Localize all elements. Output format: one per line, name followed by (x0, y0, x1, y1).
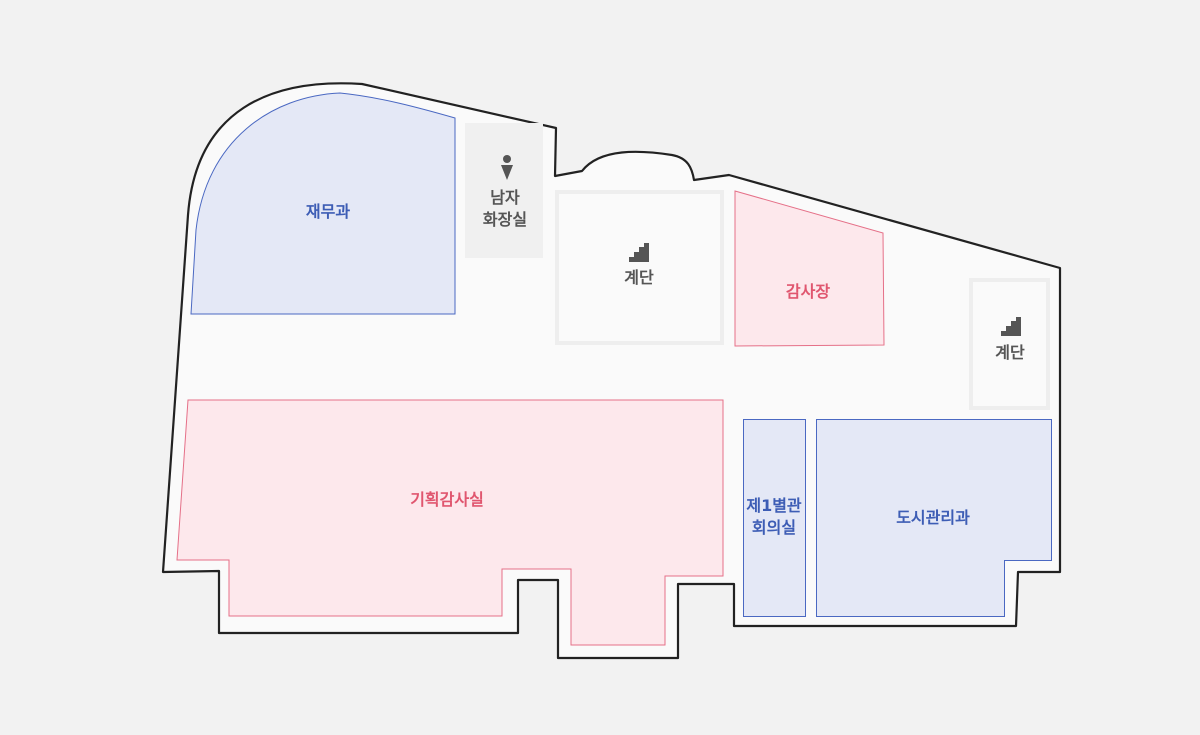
room-label-line: 제1별관 (746, 496, 802, 515)
room-label-line: 남자 (490, 188, 520, 207)
room-planning-audit[interactable] (176, 399, 724, 646)
room-stairs-center[interactable] (555, 190, 724, 345)
room-label-audit-chief: 감사장 (785, 282, 831, 301)
room-label-urban-management: 도시관리과 (896, 508, 970, 527)
room-label-finance: 재무과 (305, 202, 351, 221)
room-urban-management[interactable] (816, 419, 1052, 617)
room-label-stairs-right: 계단 (995, 343, 1025, 362)
restroom-man-icon (501, 155, 513, 180)
room-stairs-right[interactable] (969, 278, 1050, 410)
room-finance[interactable] (190, 92, 456, 315)
room-annex-meeting[interactable] (743, 419, 806, 617)
stairs-icon (1001, 317, 1021, 336)
room-audit-chief[interactable] (734, 190, 885, 347)
room-mens-restroom[interactable] (465, 123, 543, 258)
room-label-stairs-center: 계단 (624, 268, 654, 287)
stairs-icon (629, 243, 649, 262)
room-label-planning-audit: 기획감사실 (410, 490, 484, 509)
room-label-line: 회의실 (751, 518, 797, 537)
room-label-mens-restroom: 남자 화장실 (483, 187, 527, 231)
room-label-line: 화장실 (482, 210, 528, 229)
room-label-annex-meeting: 제1별관 회의실 (746, 495, 801, 539)
